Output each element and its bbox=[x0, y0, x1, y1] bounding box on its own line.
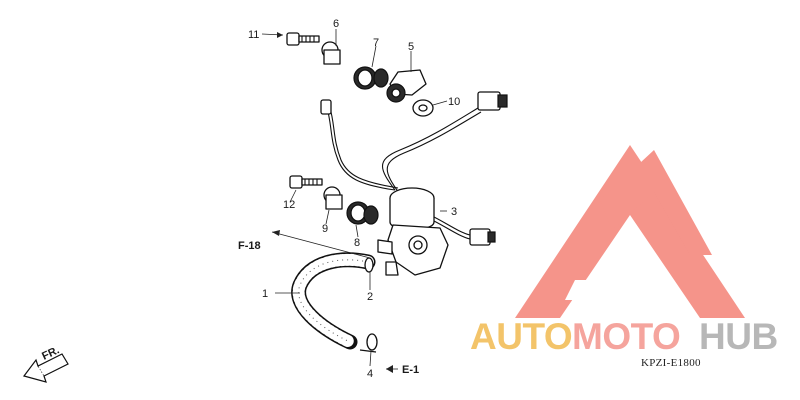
diagram-code: KPZI-E1800 bbox=[641, 357, 701, 369]
arrow-e1-icon bbox=[386, 365, 393, 373]
lower-bolt-12 bbox=[289, 175, 323, 189]
watermark-text-auto: AUTO bbox=[470, 316, 572, 357]
label-part-1: 1 bbox=[262, 288, 268, 300]
label-part-5: 5 bbox=[408, 41, 414, 53]
label-part-10: 10 bbox=[448, 96, 460, 108]
watermark-text-moto: MOTO bbox=[572, 316, 680, 357]
hose-clip-4 bbox=[359, 333, 378, 353]
label-part-7: 7 bbox=[373, 37, 379, 49]
ref-label-e1: E-1 bbox=[402, 364, 419, 376]
label-part-2: 2 bbox=[367, 291, 373, 303]
label-part-6: 6 bbox=[333, 18, 339, 30]
label-part-8: 8 bbox=[354, 237, 360, 249]
label-part-11: 11 bbox=[248, 29, 259, 41]
label-part-3: 3 bbox=[451, 206, 457, 218]
rubber-grommet-7 bbox=[353, 66, 389, 90]
collar-6 bbox=[321, 41, 341, 65]
arrow-f18-icon bbox=[272, 230, 280, 236]
upper-bolt-11 bbox=[286, 32, 320, 46]
front-direction-arrow-icon bbox=[22, 353, 69, 383]
hose-clip-2 bbox=[364, 257, 374, 273]
watermark-text-hub: HUB bbox=[699, 316, 778, 357]
label-part-12: 12 bbox=[283, 199, 295, 211]
collar-9 bbox=[323, 186, 343, 210]
clamp-band-5 bbox=[386, 69, 427, 103]
washer-10 bbox=[412, 99, 434, 117]
leader-lines bbox=[261, 29, 448, 370]
rubber-grommet-8 bbox=[346, 201, 379, 225]
label-part-4: 4 bbox=[367, 368, 373, 380]
watermark-logo bbox=[515, 145, 745, 318]
label-part-9: 9 bbox=[322, 223, 328, 235]
solenoid-valve bbox=[377, 187, 449, 276]
watermark-triangle-icon bbox=[515, 145, 745, 318]
ref-label-f18: F-18 bbox=[238, 240, 261, 252]
arrow-to-11 bbox=[277, 32, 283, 38]
